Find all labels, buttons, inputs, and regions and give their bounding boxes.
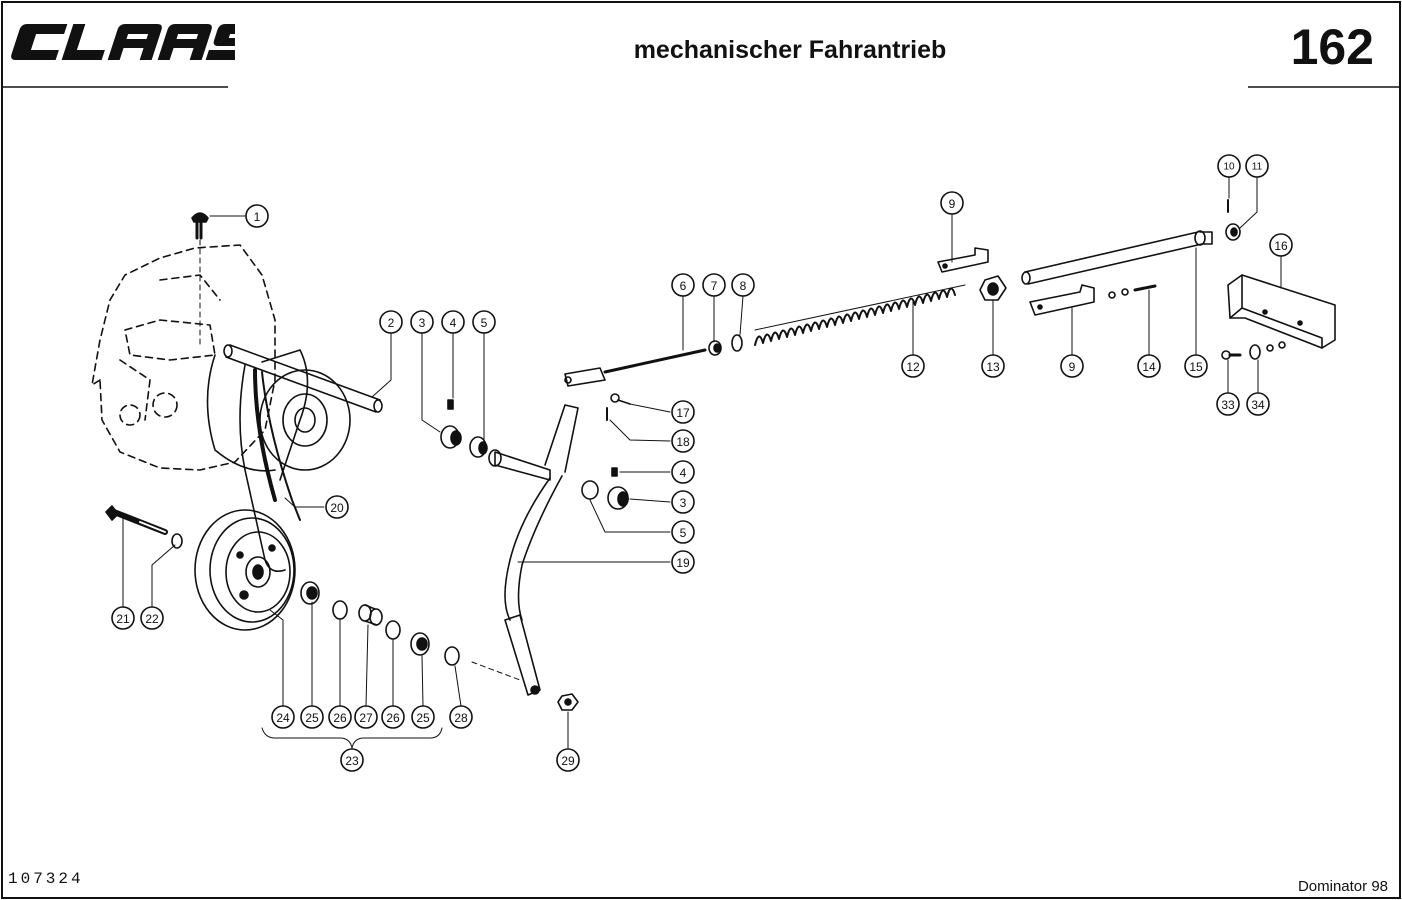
part-bushing-3a [440, 425, 462, 449]
callout-label: 25 [416, 711, 430, 725]
part-bracket-16 [1227, 274, 1336, 349]
part-bolt-1 [191, 212, 209, 346]
part-spring-12 [754, 287, 956, 346]
callout-label: 5 [481, 316, 488, 330]
page-number: 162 [1290, 19, 1374, 75]
callout-label: 3 [680, 496, 687, 510]
part-bearing-25b [410, 632, 430, 656]
part-washer-34c [1278, 341, 1286, 349]
callout-label: 33 [1221, 398, 1235, 412]
part-washer-34 [1249, 344, 1261, 360]
part-washer-34b [1266, 344, 1274, 352]
part-washer-8 [731, 334, 743, 352]
callout-label: 27 [359, 711, 373, 725]
callout-label: 11 [1252, 162, 1263, 173]
callout-label: 4 [680, 466, 687, 480]
callout-label: 26 [386, 711, 400, 725]
part-screw-33 [1221, 350, 1242, 360]
callout-label: 34 [1251, 398, 1265, 412]
callout-label: 10 [1223, 162, 1235, 173]
part-washer-28 [444, 646, 460, 666]
part-rod-6 [564, 348, 707, 387]
part-nut-13 [979, 275, 1007, 301]
part-ring-26a [332, 600, 348, 620]
part-bushing-3b [607, 486, 629, 510]
part-shaft-2 [223, 344, 383, 413]
part-bracket-9a [937, 247, 989, 273]
assembly-axis-28 [471, 661, 521, 681]
part-pulley-24 [194, 509, 296, 631]
callout-label: 28 [454, 711, 468, 725]
part-pin-17 [610, 393, 631, 405]
callout-label: 1 [254, 210, 261, 224]
part-washer-22 [171, 533, 183, 549]
part-screw-14 [1108, 284, 1157, 299]
gearbox-flange [206, 354, 351, 472]
part-rod-15 [1021, 230, 1213, 285]
callout-label: 3 [419, 316, 426, 330]
callout-label: 25 [305, 711, 319, 725]
callout-label: 4 [450, 316, 457, 330]
part-pedal-lever-19 [488, 404, 579, 696]
callout-label: 8 [740, 279, 747, 293]
callout-label: 14 [1142, 360, 1156, 374]
part-bushing-5a [469, 436, 488, 458]
leader-lines [122, 176, 1282, 749]
part-bushing-5b [581, 480, 599, 500]
callout-label: 15 [1189, 360, 1203, 374]
callout-label: 29 [561, 754, 575, 768]
callout-label: 9 [949, 197, 956, 211]
callout-label: 21 [116, 612, 130, 626]
part-nut-7 [708, 340, 722, 356]
part-bearing-25a [300, 581, 320, 605]
part-nut-11 [1225, 223, 1241, 241]
callout-label: 24 [276, 711, 290, 725]
callout-label: 13 [986, 360, 1000, 374]
callout-label: 17 [676, 406, 690, 420]
page-title: mechanischer Fahrantrieb [633, 36, 947, 64]
callout-label: 7 [711, 279, 718, 293]
callout-label: 16 [1274, 239, 1288, 253]
model-name: Dominator 98 [1297, 878, 1388, 895]
part-grease-nipple-4b [611, 467, 618, 477]
callout-circles [111, 154, 1293, 772]
document-number: 107324 [8, 870, 84, 888]
callout-label: 20 [330, 501, 344, 515]
callout-label: 12 [906, 360, 920, 374]
callout-label: 18 [676, 435, 690, 449]
callout-label: 26 [333, 711, 347, 725]
part-grease-nipple-4a [447, 399, 454, 410]
part-belt-lever-20 [239, 349, 309, 573]
callout-label: 6 [680, 279, 687, 293]
callout-label: 19 [676, 556, 690, 570]
callout-label: 22 [145, 612, 159, 626]
callout-label: 23 [345, 754, 359, 768]
spring-outline-top [754, 284, 966, 331]
part-bolt-21 [105, 505, 168, 535]
callout-label: 2 [388, 316, 395, 330]
part-bracket-9b [1029, 284, 1095, 316]
callout-label: 5 [680, 526, 687, 540]
callout-label: 9 [1069, 360, 1076, 374]
gearbox-housing [91, 244, 276, 471]
part-ring-26b [385, 620, 401, 640]
part-sleeve-27 [358, 604, 383, 626]
part-nut-29 [557, 693, 579, 711]
